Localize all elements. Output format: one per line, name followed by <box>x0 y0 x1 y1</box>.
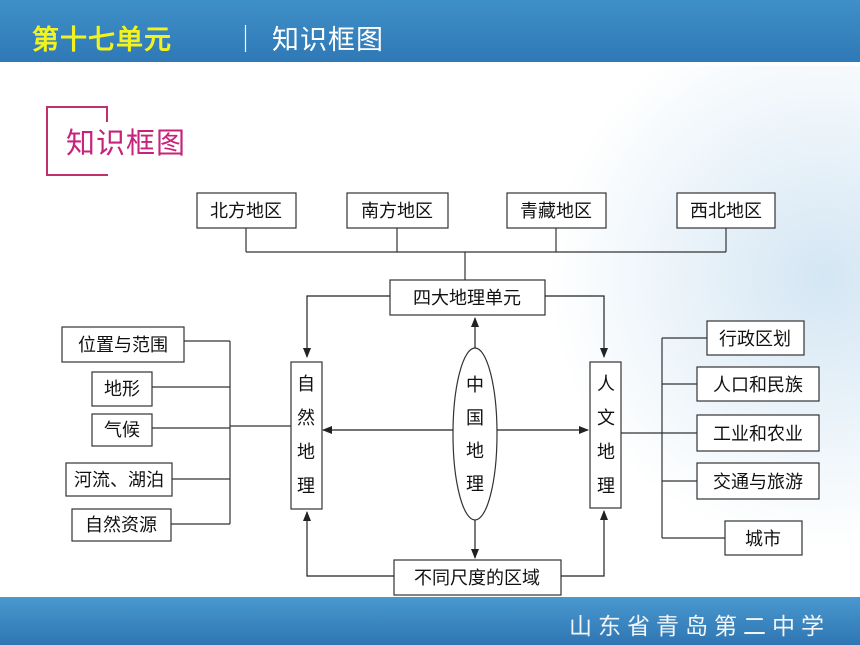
scales-box <box>393 559 562 596</box>
unit-title: 第十七单元 <box>32 25 172 56</box>
human-item-0: 行政区划 <box>719 329 791 350</box>
human-label: 人 文 地 理 <box>597 374 615 497</box>
header-divider <box>0 62 860 65</box>
region-south: 南方地区 <box>361 201 433 222</box>
svg-text:地: 地 <box>466 441 484 462</box>
header-subtitle: 知识框图 <box>272 25 384 56</box>
natural-item-box-4 <box>71 508 172 542</box>
footer-bar <box>0 597 860 645</box>
natural-item-box-3 <box>65 462 173 497</box>
four-units-box <box>389 279 546 316</box>
natural-box <box>290 361 323 510</box>
section-bracket <box>46 106 108 176</box>
human-item-1: 人口和民族 <box>713 375 803 396</box>
svg-text:地: 地 <box>297 442 315 463</box>
natural-item-0: 位置与范围 <box>78 335 168 356</box>
school-name: 山东省青岛第二中学 <box>569 614 830 640</box>
svg-text:理: 理 <box>466 474 484 495</box>
region-box-qingzang <box>506 192 607 229</box>
natural-item-boxes <box>61 326 185 542</box>
svg-text:自: 自 <box>297 374 315 395</box>
region-box-northwest <box>676 192 776 229</box>
top-region-boxes <box>196 192 776 229</box>
section-bracket-end <box>106 106 108 122</box>
svg-text:理: 理 <box>297 476 315 497</box>
natural-item-box-0 <box>61 326 185 363</box>
svg-text:理: 理 <box>597 476 615 497</box>
natural-label: 自 然 地 理 <box>297 374 315 497</box>
center-label: 中 国 地 理 <box>466 375 484 495</box>
human-box <box>589 361 622 509</box>
svg-text:地: 地 <box>597 442 615 463</box>
svg-text:文: 文 <box>597 408 615 429</box>
natural-item-box-1 <box>91 371 153 407</box>
natural-connectors <box>152 340 291 525</box>
natural-item-3: 河流、湖泊 <box>74 470 164 491</box>
human-item-box-3 <box>696 462 820 500</box>
four-units-arrows <box>303 295 608 358</box>
svg-text:然: 然 <box>297 408 315 429</box>
scales-label: 不同尺度的区域 <box>414 568 540 589</box>
human-item-4: 城市 <box>745 529 781 550</box>
natural-item-box-2 <box>91 413 153 447</box>
section-title: 知识框图 <box>66 126 187 160</box>
human-connectors <box>621 337 725 539</box>
natural-item-4: 自然资源 <box>85 515 157 536</box>
human-item-2: 工业和农业 <box>713 424 803 445</box>
region-northwest: 西北地区 <box>690 201 762 222</box>
svg-text:中: 中 <box>466 375 484 396</box>
natural-item-2: 气候 <box>104 420 140 441</box>
human-item-box-1 <box>696 366 820 402</box>
region-box-south <box>346 192 449 229</box>
region-box-north <box>196 192 297 229</box>
human-item-3: 交通与旅游 <box>713 472 803 493</box>
header-separator: ｜ <box>232 25 259 56</box>
region-north: 北方地区 <box>210 201 282 222</box>
top-connector <box>245 228 727 280</box>
human-item-box-2 <box>696 414 820 452</box>
header-bar <box>0 0 860 62</box>
four-units-label: 四大地理单元 <box>413 288 521 309</box>
svg-text:人: 人 <box>597 374 615 395</box>
natural-item-1: 地形 <box>104 379 140 400</box>
scales-arrows <box>303 510 608 577</box>
region-qingzang: 青藏地区 <box>520 201 592 222</box>
svg-text:国: 国 <box>466 408 484 429</box>
center-arrows <box>322 317 589 559</box>
